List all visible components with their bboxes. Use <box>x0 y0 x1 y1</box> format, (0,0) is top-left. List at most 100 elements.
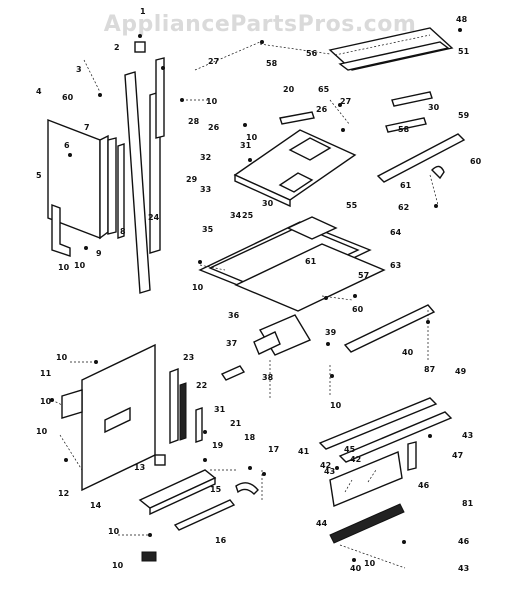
callout-61: 61 <box>305 257 317 266</box>
long-bar-part <box>376 133 466 183</box>
callout-51: 51 <box>458 47 470 56</box>
callout-55: 55 <box>346 201 358 210</box>
callout-31: 31 <box>240 141 252 150</box>
callout-63: 63 <box>390 261 401 270</box>
callout-27: 27 <box>208 57 219 66</box>
callout-9: 9 <box>96 249 102 258</box>
clip-part <box>220 365 246 381</box>
small-bar-part <box>279 91 433 133</box>
side-strip-part <box>107 137 125 239</box>
callout-48: 48 <box>456 15 468 24</box>
callout-14: 14 <box>90 501 102 510</box>
callout-22: 22 <box>196 381 207 390</box>
callout-32: 32 <box>200 153 211 162</box>
callout-10: 10 <box>330 401 342 410</box>
callout-49: 49 <box>455 367 467 376</box>
small-plate-part <box>407 441 417 471</box>
callout-26: 26 <box>208 123 220 132</box>
callout-46: 46 <box>458 537 470 546</box>
callout-15: 15 <box>210 485 222 494</box>
callout-40: 40 <box>402 348 414 357</box>
callout-38: 38 <box>262 373 274 382</box>
callout-87: 87 <box>424 365 435 374</box>
callout-28: 28 <box>188 117 200 126</box>
callout-7: 7 <box>84 123 90 132</box>
callout-10: 10 <box>40 397 52 406</box>
callout-10: 10 <box>192 283 204 292</box>
callout-58: 58 <box>266 59 278 68</box>
callout-65: 65 <box>318 85 330 94</box>
callout-21: 21 <box>230 419 242 428</box>
callout-40: 40 <box>350 564 362 573</box>
control-panel-part <box>233 129 357 208</box>
callout-62: 62 <box>398 203 409 212</box>
callout-39: 39 <box>325 328 337 337</box>
lower-bar-part <box>318 397 453 463</box>
callout-44: 44 <box>316 519 328 528</box>
callout-10: 10 <box>364 559 376 568</box>
callout-8: 8 <box>120 227 126 236</box>
callout-24: 24 <box>148 213 160 222</box>
callout-41: 41 <box>298 447 310 456</box>
callout-3: 3 <box>76 65 82 74</box>
callout-42: 42 <box>350 455 361 464</box>
knob-part <box>141 551 157 562</box>
callout-10: 10 <box>112 561 124 570</box>
callout-36: 36 <box>228 311 240 320</box>
callout-58: 58 <box>398 125 410 134</box>
screw-dots <box>50 28 462 562</box>
callout-9: 9 <box>0 0 6 2</box>
top-panel-part <box>328 27 454 71</box>
door-panel-part <box>47 118 109 240</box>
callout-56: 56 <box>306 49 318 58</box>
callout-16: 16 <box>215 536 227 545</box>
block-part <box>154 454 166 466</box>
callout-6: 6 <box>64 141 70 150</box>
vertical-rail-part <box>169 367 203 445</box>
callout-60: 60 <box>352 305 364 314</box>
callout-13: 13 <box>134 463 145 472</box>
callout-47: 47 <box>452 451 463 460</box>
bracket-part <box>51 203 71 257</box>
channel-part <box>138 469 217 516</box>
left-bracket-part <box>61 389 83 419</box>
callout-46: 46 <box>418 481 430 490</box>
callout-1: 1 <box>140 7 146 16</box>
callout-60: 60 <box>470 157 482 166</box>
callout-4: 4 <box>36 87 42 96</box>
callout-35: 35 <box>202 225 214 234</box>
upright-strip-part <box>155 57 165 139</box>
callout-10: 10 <box>108 527 120 536</box>
callout-33: 33 <box>200 185 211 194</box>
hinge-part <box>134 34 146 53</box>
callout-64: 64 <box>390 228 402 237</box>
callout-42: 42 <box>320 461 331 470</box>
right-rail-part <box>343 304 436 353</box>
glass-frame-part <box>198 221 386 312</box>
callout-37: 37 <box>226 339 237 348</box>
inner-panel-part <box>286 216 338 240</box>
callout-23: 23 <box>183 353 194 362</box>
callout-26: 26 <box>316 105 328 114</box>
callout-10: 10 <box>206 97 218 106</box>
callout-25: 25 <box>242 211 254 220</box>
callout-45: 45 <box>344 445 356 454</box>
callout-5: 5 <box>36 171 42 180</box>
glass-panel-part <box>329 451 403 507</box>
callout-10: 10 <box>246 133 258 142</box>
callout-43: 43 <box>324 467 335 476</box>
callout-34: 34 <box>230 211 242 220</box>
callout-10: 10 <box>74 261 86 270</box>
heater-rod-part <box>329 503 405 544</box>
callout-59: 59 <box>458 111 470 120</box>
callout-11: 11 <box>40 369 52 378</box>
callout-60: 60 <box>62 93 74 102</box>
callout-17: 17 <box>268 445 279 454</box>
callout-30: 30 <box>262 199 274 208</box>
long-rail-part <box>124 71 161 294</box>
callout-18: 18 <box>244 433 256 442</box>
callout-43: 43 <box>458 564 469 573</box>
latch-part <box>431 165 445 180</box>
